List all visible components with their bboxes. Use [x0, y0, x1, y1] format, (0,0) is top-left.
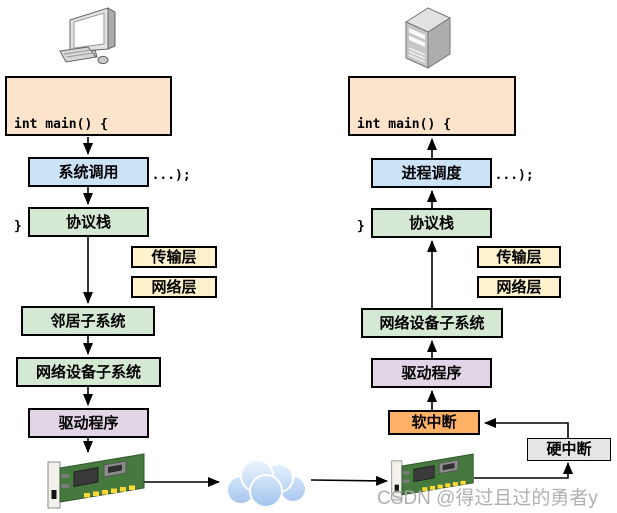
- code-line: }: [357, 219, 365, 234]
- syscall-label: 系统调用: [58, 163, 119, 181]
- receiver-network-card-icon: [391, 453, 474, 501]
- network-layer-label: 网络层: [496, 278, 542, 296]
- sender-driver-box: 驱动程序: [28, 408, 149, 438]
- sender-code-box: int main() { send(fd, buf, ...); }: [5, 76, 191, 234]
- receiver-code-box: int main() { recv(fd, buf, ...); }: [348, 76, 534, 234]
- network-layer-label: 网络层: [151, 278, 197, 296]
- process-scheduling-label: 进程调度: [401, 164, 462, 182]
- syscall-box: 系统调用: [28, 157, 149, 187]
- receiver-transport-layer-box: 传输层: [477, 246, 561, 268]
- cloud-network-icon: [226, 459, 307, 508]
- sender-netdev-subsystem-box: 网络设备子系统: [16, 357, 161, 387]
- driver-label: 驱动程序: [58, 414, 119, 432]
- neighbor-subsystem-label: 邻居子系统: [50, 312, 126, 330]
- netdev-subsystem-label: 网络设备子系统: [379, 314, 485, 332]
- soft-interrupt-box: 软中断: [388, 410, 480, 435]
- receiver-protocol-stack-box: 协议栈: [371, 208, 492, 238]
- driver-label: 驱动程序: [401, 364, 462, 382]
- protocol-stack-label: 协议栈: [408, 214, 454, 232]
- csdn-watermark: CSDN @得过且过的勇者y: [377, 488, 598, 509]
- soft-interrupt-label: 软中断: [411, 414, 457, 431]
- code-line: int main() {: [14, 117, 108, 132]
- desktop-computer-icon: [59, 7, 116, 65]
- sender-protocol-stack-box: 协议栈: [28, 207, 149, 237]
- receiver-driver-box: 驱动程序: [371, 358, 492, 388]
- sender-network-card-icon: [47, 453, 145, 509]
- hard-interrupt-label: 硬中断: [546, 441, 592, 458]
- transport-layer-label: 传输层: [151, 248, 197, 266]
- receiver-network-layer-box: 网络层: [477, 276, 561, 298]
- hard-interrupt-box: 硬中断: [527, 438, 611, 461]
- protocol-stack-label: 协议栈: [65, 213, 111, 231]
- neighbor-subsystem-box: 邻居子系统: [21, 306, 155, 336]
- server-tower-icon: [404, 7, 452, 69]
- process-scheduling-box: 进程调度: [371, 158, 492, 188]
- receiver-netdev-subsystem-box: 网络设备子系统: [361, 308, 503, 338]
- sender-network-layer-box: 网络层: [131, 276, 217, 298]
- sender-transport-layer-box: 传输层: [131, 246, 217, 268]
- transport-layer-label: 传输层: [496, 248, 542, 266]
- code-line: }: [14, 219, 22, 234]
- code-line: int main() {: [357, 117, 451, 132]
- netdev-subsystem-label: 网络设备子系统: [35, 363, 141, 381]
